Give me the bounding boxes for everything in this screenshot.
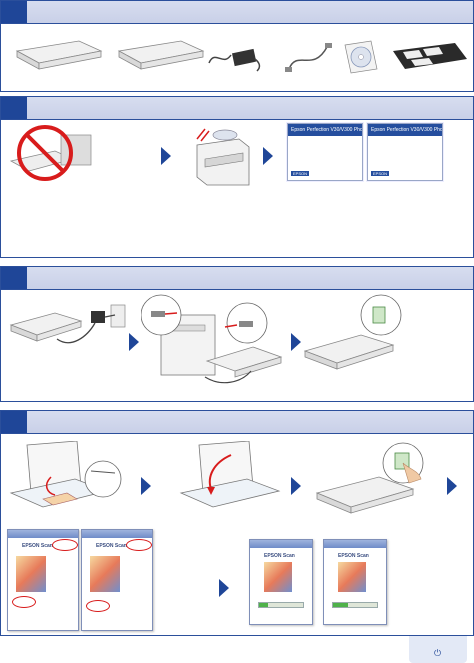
progress-fill-2	[333, 603, 349, 607]
installer-window-title: Epson Perfection V30/V300 Photo	[368, 124, 442, 136]
power-connect-illustration	[9, 304, 126, 344]
section-install-software: Epson Perfection V30/V300 Photo EPSON Ep…	[0, 96, 474, 258]
installer-window-1: Epson Perfection V30/V300 Photo EPSON	[287, 123, 363, 181]
installer-line	[371, 140, 439, 144]
section-unpack	[0, 0, 474, 92]
section-connect-scanner: ⏻ ⏻ ⏻	[0, 266, 474, 663]
press-power-illustration	[303, 294, 402, 370]
usb-cable-icon	[285, 43, 332, 72]
section-band	[1, 97, 473, 120]
window-app-name: EPSON Scan	[338, 553, 369, 559]
arrow-right-icon	[263, 147, 273, 165]
section-tab	[1, 411, 27, 433]
installer-line	[291, 140, 359, 144]
arrow-right-icon	[141, 477, 151, 495]
window-titlebar	[8, 530, 78, 538]
arrow-right-icon	[291, 477, 301, 495]
close-lid-illustration	[179, 441, 281, 508]
window-titlebar	[324, 540, 386, 548]
section-band	[1, 1, 473, 24]
scan-progress-window-1: EPSON Scan	[249, 539, 313, 625]
scan-progress-window-2: EPSON Scan	[323, 539, 387, 625]
cd-icon	[344, 40, 378, 74]
scanner-illustration	[15, 40, 103, 70]
insert-cd-illustration	[196, 128, 250, 186]
window-photo	[338, 562, 366, 592]
arrow-right-icon	[447, 477, 457, 495]
usb-connect-illustration	[141, 294, 283, 384]
installer-logo: EPSON	[371, 171, 390, 176]
section-tab	[1, 1, 27, 23]
highlight-oval	[126, 539, 152, 551]
scan-progress-bar	[332, 602, 378, 608]
installer-window-2: Epson Perfection V30/V300 Photo EPSON	[367, 123, 443, 181]
highlight-oval	[52, 539, 78, 551]
place-document-illustration	[9, 441, 122, 508]
power-icon: ⏻	[434, 648, 442, 658]
window-titlebar	[250, 540, 312, 548]
highlight-oval	[86, 600, 110, 612]
section-scan: EPSON Scan EPSON Scan EPSON Scan EPSON S…	[0, 410, 474, 636]
section-tab	[1, 97, 27, 119]
scanner-illustration	[117, 40, 205, 70]
highlight-oval	[12, 596, 36, 608]
section-tab	[1, 267, 27, 289]
window-photo	[90, 556, 120, 592]
ac-adapter-icon	[208, 48, 261, 72]
no-usb-connection-illustration	[9, 125, 92, 181]
scan-window-1: EPSON Scan	[7, 529, 79, 631]
arrow-right-icon	[219, 579, 229, 597]
arrow-right-icon	[161, 147, 171, 165]
arrow-right-icon	[129, 333, 139, 351]
scan-progress-bar	[258, 602, 304, 608]
section-band	[1, 267, 473, 290]
installer-window-title: Epson Perfection V30/V300 Photo	[288, 124, 362, 136]
window-titlebar	[82, 530, 152, 538]
window-app-name: EPSON Scan	[96, 543, 127, 549]
window-photo	[264, 562, 292, 592]
scan-window-2: EPSON Scan	[81, 529, 153, 631]
window-app-name: EPSON Scan	[264, 553, 295, 559]
film-holder-icon	[393, 43, 467, 69]
press-scan-button-illustration	[315, 442, 424, 514]
window-photo	[16, 556, 46, 592]
section-band	[1, 411, 473, 434]
installer-logo: EPSON	[291, 171, 310, 176]
arrow-right-icon	[291, 333, 301, 351]
progress-fill-1	[259, 603, 268, 607]
window-app-name: EPSON Scan	[22, 543, 53, 549]
